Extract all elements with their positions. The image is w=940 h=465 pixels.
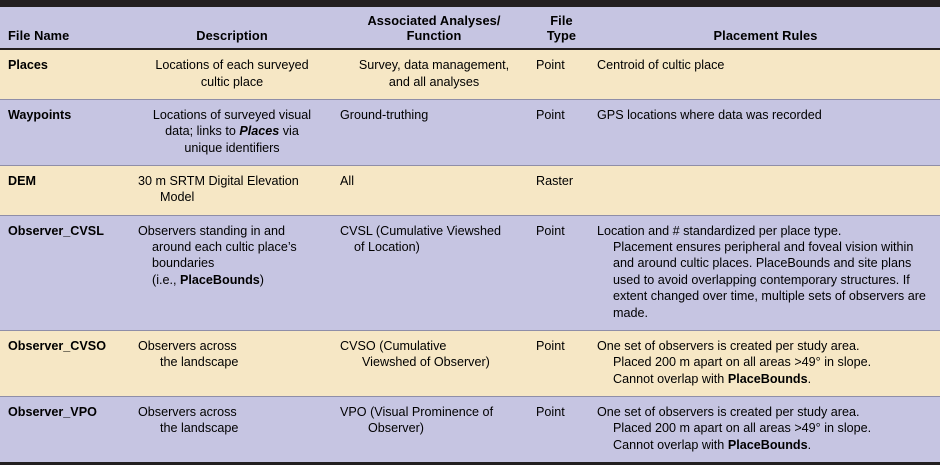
rules-line2: Placed 200 m apart on all areas >49° in … (613, 355, 872, 370)
cell-file-type: Point (532, 214, 591, 331)
cell-associated-analyses: Survey, data management, and all analyse… (336, 48, 532, 100)
column-header-placement-rules: Placement Rules (591, 4, 940, 50)
rules-line2: Placement ensures peripheral and foveal … (613, 240, 926, 320)
cell-file-name: Observer_VPO (0, 395, 128, 463)
rules-line2: Placed 200 m apart on all areas >49° in … (613, 421, 872, 436)
desc-line2: the landscape (160, 355, 239, 370)
desc-line2: the landscape (160, 421, 239, 436)
header-row: File Name Description Associated Analyse… (0, 4, 940, 50)
table-row: Observer_CVSL Observers standing in and … (0, 214, 940, 331)
rules-line3-a: Cannot overlap with (613, 371, 728, 386)
desc-line1: Locations of surveyed visual (152, 107, 312, 122)
desc-line2: cultic place (200, 74, 264, 89)
desc-line1: Observers across (138, 338, 237, 353)
desc-line4-emphasis: PlaceBounds (180, 272, 260, 287)
table-row: Waypoints Locations of surveyed visual d… (0, 98, 940, 166)
rules-line1: Centroid of cultic place (597, 58, 725, 73)
table-row: Observer_VPO Observers across the landsc… (0, 395, 940, 463)
rules-line1: One set of observers is created per stud… (597, 338, 860, 353)
cell-associated-analyses: Ground-truthing (336, 98, 532, 166)
table-row: Places Locations of each surveyed cultic… (0, 48, 940, 100)
cell-file-type: Point (532, 395, 591, 463)
desc-line2-emphasis: Places (239, 124, 280, 139)
table-body: Places Locations of each surveyed cultic… (0, 48, 940, 465)
cell-placement-rules: Location and # standardized per place ty… (591, 214, 940, 331)
anal-line1: VPO (Visual Prominence of (340, 404, 494, 419)
rules-line1: Location and # standardized per place ty… (597, 223, 842, 238)
cell-placement-rules: Centroid of cultic place (591, 48, 940, 100)
cell-description: Locations of each surveyed cultic place (128, 48, 336, 100)
cell-placement-rules: One set of observers is created per stud… (591, 395, 940, 463)
rules-line3-b: . (807, 437, 812, 452)
top-rule (0, 0, 940, 6)
rules-line3-b: . (807, 371, 812, 386)
cell-placement-rules: One set of observers is created per stud… (591, 329, 940, 397)
table-head: File Name Description Associated Analyse… (0, 0, 940, 50)
cell-placement-rules: GPS locations where data was recorded (591, 98, 940, 166)
desc-line3: boundaries (152, 256, 215, 271)
cell-description: 30 m SRTM Digital Elevation Model (128, 164, 336, 216)
anal-line1: Ground-truthing (340, 107, 429, 122)
column-header-associated-line2: Function (406, 28, 462, 44)
column-header-associated-analyses: Associated Analyses/ Function (336, 4, 532, 50)
anal-line1: All (340, 173, 354, 188)
cell-description: Locations of surveyed visual data; links… (128, 98, 336, 166)
desc-line2-b: via (279, 124, 299, 139)
desc-line1: 30 m SRTM Digital Elevation (138, 173, 299, 188)
cell-description: Observers standing in and around each cu… (128, 214, 336, 331)
rules-line1: GPS locations where data was recorded (597, 107, 822, 122)
anal-line2: and all analyses (388, 74, 480, 89)
cell-description: Observers across the landscape (128, 395, 336, 463)
anal-line1: CVSO (Cumulative (340, 338, 447, 353)
desc-line2-a: data; links to (165, 124, 240, 139)
cell-file-type: Raster (532, 164, 591, 216)
rules-line1: One set of observers is created per stud… (597, 404, 860, 419)
cell-file-name: DEM (0, 164, 128, 216)
desc-line4-b: ) (259, 272, 264, 287)
cell-associated-analyses: All (336, 164, 532, 216)
table-row: Observer_CVSO Observers across the lands… (0, 329, 940, 397)
anal-line2: Observer) (368, 421, 424, 436)
rules-line3-a: Cannot overlap with (613, 437, 728, 452)
anal-line1: CVSL (Cumulative Viewshed (340, 223, 501, 238)
cell-file-name: Waypoints (0, 98, 128, 166)
anal-line2: Viewshed of Observer) (362, 355, 490, 370)
rules-line3-emphasis: PlaceBounds (727, 371, 808, 386)
desc-line1: Observers across (138, 404, 237, 419)
desc-line4-a: (i.e., (152, 272, 180, 287)
desc-line3: unique identifiers (184, 140, 280, 155)
desc-line1: Locations of each surveyed (155, 58, 309, 73)
cell-file-type: Point (532, 329, 591, 397)
cell-associated-analyses: CVSO (Cumulative Viewshed of Observer) (336, 329, 532, 397)
cell-associated-analyses: VPO (Visual Prominence of Observer) (336, 395, 532, 463)
cell-associated-analyses: CVSL (Cumulative Viewshed of Location) (336, 214, 532, 331)
cell-file-name: Places (0, 48, 128, 100)
anal-line1: Survey, data management, (358, 58, 510, 73)
desc-line2: around each cultic place’s (152, 240, 297, 255)
rules-line3-emphasis: PlaceBounds (727, 437, 808, 452)
column-header-file-name: File Name (0, 4, 128, 50)
column-header-file-type-line1: File (550, 13, 573, 28)
cell-placement-rules (591, 164, 940, 216)
anal-line2: of Location) (354, 240, 420, 255)
cell-file-name: Observer_CVSO (0, 329, 128, 397)
desc-line2: Model (160, 190, 195, 205)
cell-description: Observers across the landscape (128, 329, 336, 397)
cell-file-type: Point (532, 98, 591, 166)
desc-line1: Observers standing in and (138, 223, 286, 238)
column-header-description: Description (128, 4, 336, 50)
cell-file-type: Point (532, 48, 591, 100)
table-row: DEM 30 m SRTM Digital Elevation Model Al… (0, 164, 940, 216)
column-header-file-type: File Type (532, 4, 591, 50)
cell-file-name: Observer_CVSL (0, 214, 128, 331)
column-header-file-type-line2: Type (546, 28, 577, 44)
column-header-associated-line1: Associated Analyses/ (367, 13, 501, 28)
